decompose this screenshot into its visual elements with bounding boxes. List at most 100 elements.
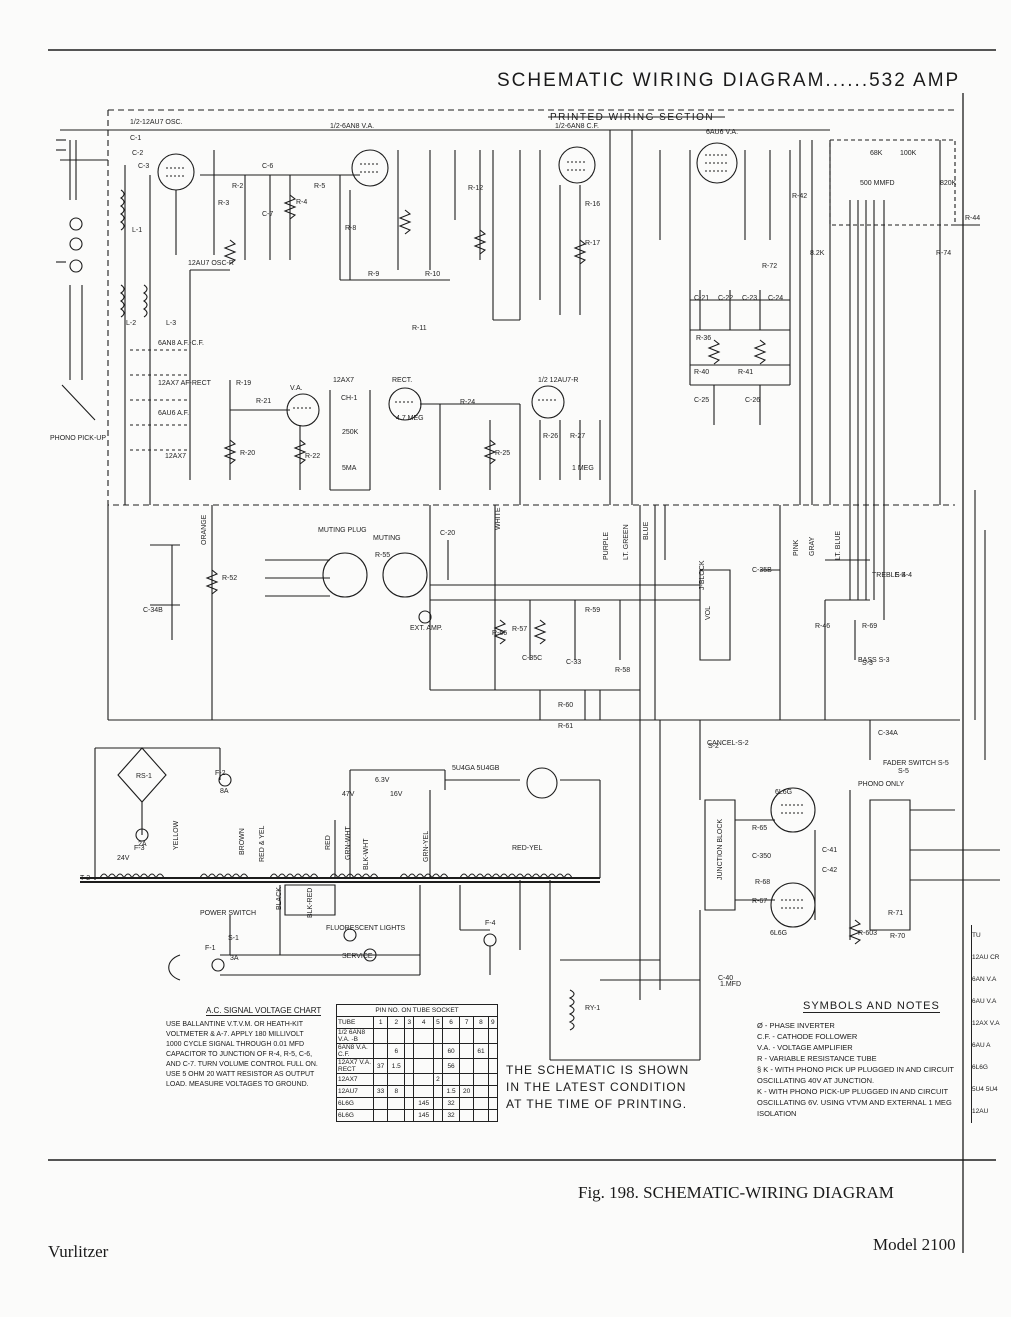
wire-label: BROWN	[239, 828, 246, 855]
table-cell	[432, 1085, 444, 1098]
component-label: R-27	[570, 433, 585, 440]
table-cell: 8	[387, 1085, 406, 1098]
component-label: R-22	[305, 453, 320, 460]
table-cell: 32	[442, 1109, 460, 1122]
tube-label: 12AX7 AF-RECT	[158, 380, 212, 387]
table-cell	[432, 1028, 444, 1044]
component-label: R-17	[585, 240, 600, 247]
table-cell: 1.5	[387, 1058, 406, 1074]
table-cell	[487, 1097, 499, 1110]
component-label: S-2	[708, 743, 719, 750]
wire-label: SERVICE	[342, 953, 373, 960]
component-label: C-1	[130, 135, 141, 142]
wire-label: RED-YEL	[512, 845, 542, 852]
right-table-cell: 6AU A	[972, 1042, 991, 1049]
table-cell: 12AX7	[336, 1073, 374, 1086]
table-cell	[372, 1097, 389, 1110]
component-label: CH-1	[341, 395, 357, 402]
component-label: R-60	[558, 702, 573, 709]
table-row: 12AX7 2	[336, 1073, 499, 1086]
voltage-chart-text: USE BALLANTINE V.T.V.M. OR HEATH-KIT VOL…	[166, 1021, 318, 1088]
component-label: C-26	[745, 397, 760, 404]
wire-label: JUNCTION BLOCK	[717, 819, 724, 880]
wire-label: BLUE	[643, 521, 650, 540]
component-label: S-5	[898, 768, 909, 775]
component-label: C-33	[566, 659, 581, 666]
table-cell: 1.5	[442, 1085, 460, 1098]
table-cell: 32	[442, 1097, 460, 1110]
section-label: PRINTED WIRING SECTION	[550, 112, 715, 123]
table-cell	[432, 1097, 444, 1110]
table-row: 6L6G 145 32	[336, 1109, 499, 1122]
component-label: C-41	[822, 847, 837, 854]
component-label: C-7	[262, 211, 273, 218]
component-label: R-25	[495, 450, 510, 457]
component-label: R-72	[762, 263, 777, 270]
table-cell	[458, 1109, 475, 1122]
table-cell: 1	[372, 1016, 389, 1029]
pin-table-header: PIN NO. ON TUBE SOCKET	[336, 1004, 498, 1017]
component-label: R-4	[296, 199, 307, 206]
table-cell: 6	[442, 1016, 460, 1029]
wire-label: MUTING PLUG	[318, 527, 367, 534]
table-cell	[473, 1058, 489, 1074]
table-cell: 37	[372, 1058, 389, 1074]
wire-label: LT. BLUE	[835, 531, 842, 560]
table-cell	[442, 1028, 460, 1044]
wire-label: RED & YEL	[259, 825, 266, 862]
component-label: R-2	[232, 183, 243, 190]
wire-label: 820K	[940, 180, 957, 187]
table-cell	[432, 1058, 444, 1074]
component-label: C-34A	[878, 730, 898, 737]
table-cell	[432, 1109, 444, 1122]
component-label: C-21	[694, 295, 709, 302]
wire-label: 6.3V	[375, 777, 390, 784]
wire-label: MUTING	[373, 535, 401, 542]
table-cell	[404, 1028, 415, 1044]
wire-label: J-BLOCK	[699, 560, 706, 590]
wire-label: FLUORESCENT LIGHTS	[326, 925, 406, 932]
table-cell	[487, 1058, 499, 1074]
wire-label: GRN-WHT	[345, 825, 352, 860]
table-cell	[473, 1085, 489, 1098]
component-label: R-42	[792, 193, 807, 200]
tube-label: 6AU6 V.A.	[706, 129, 738, 136]
wire-label: PHONO PICK-UP	[50, 435, 106, 442]
table-cell	[413, 1028, 434, 1044]
table-cell: 145	[413, 1109, 434, 1122]
table-cell	[458, 1073, 475, 1086]
wire-label: FADER SWITCH S-5	[883, 760, 949, 767]
wire-label: 4.7 MEG	[396, 415, 424, 422]
component-label: R-11	[412, 325, 427, 332]
wire-label: POWER SWITCH	[200, 910, 256, 917]
table-cell: 61	[473, 1043, 489, 1059]
table-cell: 6AN8 V.A. C.F.	[336, 1043, 374, 1059]
symbol-item: § K - WITH PHONO PICK UP PLUGGED IN AND …	[757, 1065, 954, 1085]
table-cell	[473, 1097, 489, 1110]
wire-label: 68K	[870, 150, 883, 157]
component-label: R-9	[368, 271, 379, 278]
table-cell	[387, 1109, 406, 1122]
right-table-cell: 6AN V.A	[972, 976, 997, 983]
component-label: RY-1	[585, 1005, 600, 1012]
table-cell: 4	[413, 1016, 434, 1029]
right-table-cell: 6L6G	[972, 1064, 988, 1071]
symbol-item: K - WITH PHONO PICK-UP PLUGGED IN AND CI…	[757, 1087, 952, 1118]
component-label: C-20	[440, 530, 455, 537]
tube-label: V.A.	[290, 385, 303, 392]
component-label: R-59	[585, 607, 600, 614]
component-label: R-69	[862, 623, 877, 630]
component-label: R-19	[236, 380, 251, 387]
tube-label: 1/2 12AU7-R	[538, 377, 578, 384]
wire-label: GRN-YEL	[423, 831, 430, 862]
component-label: L-3	[166, 320, 176, 327]
table-cell	[487, 1043, 499, 1059]
table-cell	[404, 1058, 415, 1074]
table-cell: 6L6G	[336, 1109, 374, 1122]
table-cell: 2	[432, 1073, 444, 1086]
symbol-item: V.A. - VOLTAGE AMPLIFIER	[757, 1043, 853, 1052]
component-label: R-70	[890, 933, 905, 940]
table-cell: 7	[458, 1016, 475, 1029]
component-label: R-55	[375, 552, 390, 559]
